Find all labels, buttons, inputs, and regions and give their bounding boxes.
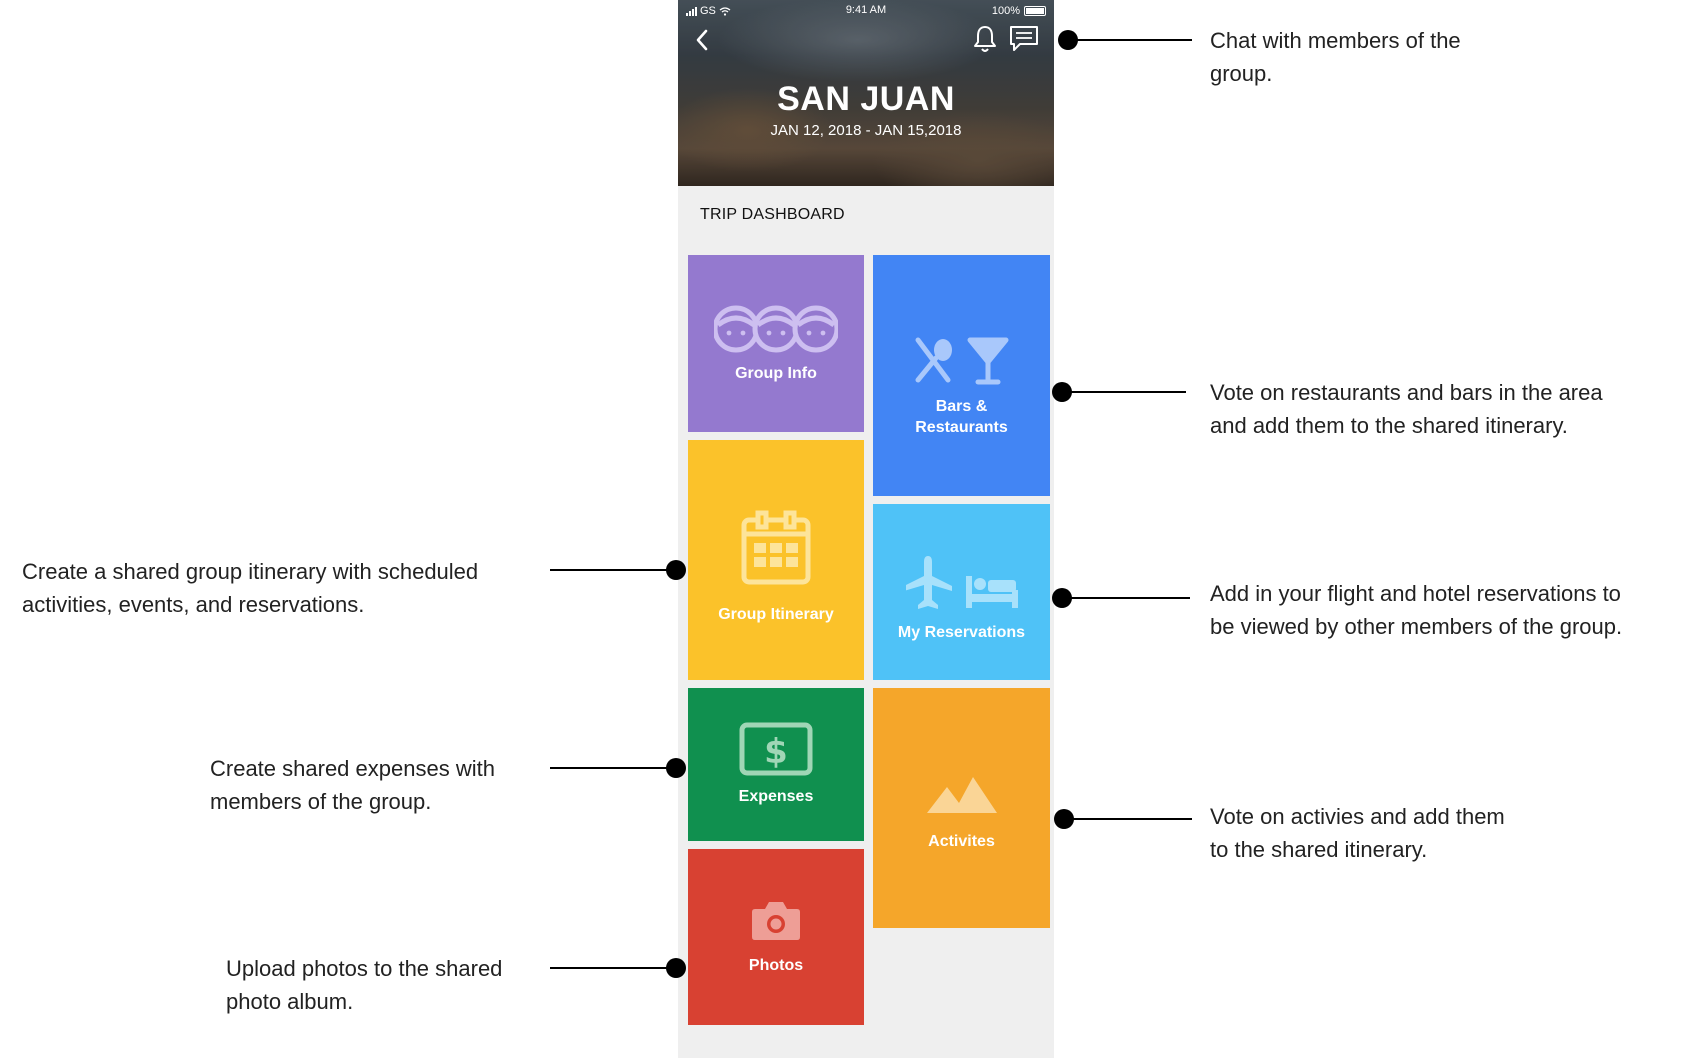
annotation-line: group. bbox=[1210, 61, 1273, 86]
group-info-label: Group Info bbox=[735, 365, 817, 382]
trip-city: SAN JUAN bbox=[777, 80, 955, 118]
annotation-line: Create a shared group itinerary with sch… bbox=[22, 559, 479, 584]
battery-percent: 100% bbox=[991, 5, 1020, 17]
wifi-icon bbox=[719, 6, 731, 16]
annotation-line: Vote on activies and add them bbox=[1210, 804, 1505, 829]
chat-icon[interactable] bbox=[1008, 24, 1040, 54]
annotation-line: Vote on restaurants and bars in the area bbox=[1210, 380, 1603, 405]
mountains-icon bbox=[926, 776, 997, 813]
activities-tile[interactable]: Activites bbox=[873, 688, 1050, 928]
bars-callout-line bbox=[1062, 391, 1186, 393]
expenses-annotation: Create shared expenses with members of t… bbox=[210, 752, 495, 818]
bars-restaurants-label: Bars & Restaurants bbox=[915, 397, 1008, 436]
activities-label: Activites bbox=[928, 832, 995, 850]
group-itinerary-label: Group Itinerary bbox=[718, 605, 834, 623]
annotation-line: Upload photos to the shared bbox=[226, 956, 503, 981]
battery-icon bbox=[1024, 6, 1046, 16]
camera-icon bbox=[752, 901, 800, 940]
expenses-tile[interactable]: $ Expenses bbox=[688, 688, 864, 841]
status-bar-right: 100% bbox=[992, 4, 1046, 18]
annotation-line: activities, events, and reservations. bbox=[22, 592, 365, 617]
expenses-label: Expenses bbox=[738, 788, 814, 805]
group-itinerary-tile[interactable]: Group Itinerary bbox=[688, 440, 864, 680]
status-time: 9:41 AM bbox=[845, 4, 887, 16]
itinerary-callout-dot bbox=[666, 560, 686, 580]
group-info-tile[interactable]: Group Info bbox=[688, 255, 864, 432]
my-reservations-tile[interactable]: My Reservations bbox=[873, 504, 1050, 680]
annotation-line: and add them to the shared itinerary. bbox=[1210, 413, 1568, 438]
svg-text:$: $ bbox=[764, 732, 788, 772]
notification-bell-icon[interactable] bbox=[972, 24, 998, 54]
chat-callout-line bbox=[1068, 39, 1192, 41]
annotation-line: members of the group. bbox=[210, 789, 432, 814]
reservations-callout-line bbox=[1062, 597, 1190, 599]
itinerary-callout-line bbox=[550, 569, 678, 571]
trip-header: GS 9:41 AM 100% SAN JUAN JAN 12, 2018 - … bbox=[678, 0, 1054, 186]
group-people-icon bbox=[714, 305, 838, 353]
activities-annotation: Vote on activies and add them to the sha… bbox=[1210, 800, 1505, 866]
back-arrow-icon[interactable] bbox=[694, 28, 710, 52]
dollar-bill-icon: $ bbox=[739, 722, 813, 776]
my-reservations-label: My Reservations bbox=[897, 623, 1026, 641]
annotation-line: photo album. bbox=[226, 989, 354, 1014]
itinerary-annotation: Create a shared group itinerary with sch… bbox=[22, 555, 478, 621]
trip-dates: JAN 12, 2018 - JAN 15,2018 bbox=[770, 122, 962, 139]
expenses-callout-dot bbox=[666, 758, 686, 778]
bars-annotation: Vote on restaurants and bars in the area… bbox=[1210, 376, 1603, 442]
reservations-annotation: Add in your flight and hotel reservation… bbox=[1210, 577, 1622, 643]
bars-restaurants-tile[interactable]: Bars & Restaurants bbox=[873, 255, 1050, 496]
signal-icon bbox=[686, 6, 697, 16]
annotation-line: Add in your flight and hotel reservation… bbox=[1210, 581, 1621, 606]
phone-screen: GS 9:41 AM 100% SAN JUAN JAN 12, 2018 - … bbox=[678, 0, 1054, 1058]
fork-knife-cocktail-icon bbox=[915, 337, 1008, 384]
annotation-line: to the shared itinerary. bbox=[1210, 837, 1428, 862]
photos-tile[interactable]: Photos bbox=[688, 849, 864, 1025]
status-bar-left: GS bbox=[686, 4, 731, 18]
photos-callout-dot bbox=[666, 958, 686, 978]
carrier-label: GS bbox=[700, 5, 716, 17]
chat-annotation: Chat with members of the group. bbox=[1210, 24, 1461, 90]
calendar-icon bbox=[741, 510, 811, 584]
expenses-callout-line bbox=[550, 767, 678, 769]
annotation-line: Chat with members of the bbox=[1210, 28, 1461, 53]
annotation-line: be viewed by other members of the group. bbox=[1210, 614, 1623, 639]
dashboard-title: TRIP DASHBOARD bbox=[700, 206, 845, 223]
photos-label: Photos bbox=[748, 956, 804, 974]
activities-callout-line bbox=[1064, 818, 1192, 820]
plane-bed-icon bbox=[905, 555, 1018, 609]
annotation-line: Create shared expenses with bbox=[210, 756, 495, 781]
photos-annotation: Upload photos to the shared photo album. bbox=[226, 952, 502, 1018]
photos-callout-line bbox=[550, 967, 678, 969]
